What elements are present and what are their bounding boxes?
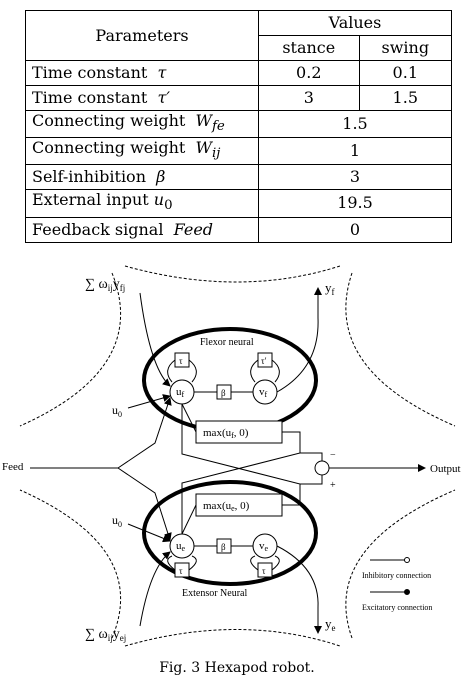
legend-excitatory-dot (404, 589, 410, 595)
beta-top-label: β (221, 388, 226, 398)
tau-prime-bottom-label: τ (262, 566, 266, 576)
sum-bottom-label: ∑ ωijyej (85, 627, 126, 643)
beta-bottom-label: β (221, 542, 226, 552)
tau-bottom-label: τ (179, 566, 183, 576)
header-values: Values (258, 10, 452, 36)
vf-node-label: vf (259, 386, 268, 399)
legend-inhibitory-dot (404, 557, 410, 563)
table-row: Connecting weight Wfe 1.5 (25, 109, 452, 139)
row-label: Time constant τ′ (25, 85, 259, 111)
minus-sign: − (330, 450, 336, 461)
table-header-row: Parameters Values (25, 10, 452, 61)
max-uf-label: max(uf, 0) (203, 427, 249, 440)
legend-excitatory-label: Excitatory connection (362, 603, 432, 612)
row-stance: 0.2 (258, 60, 360, 86)
flexor-label: Flexor neural (200, 337, 254, 348)
table-row: Self-inhibition β 3 (25, 164, 452, 191)
table-row: Time constant τ 0.2 0.1 (25, 60, 453, 86)
table-subheader-row: stance swing (26, 35, 453, 61)
u0-top-label: u0 (112, 403, 122, 419)
ve-node-label: ve (259, 540, 269, 553)
header-stance: stance (258, 35, 360, 61)
ye-label: ye (325, 616, 336, 633)
tau-top-label: τ (179, 356, 183, 366)
row-label: Time constant τ (25, 60, 259, 86)
table-row: Connecting weight Wij 1 (25, 137, 452, 166)
cross-connections (181, 403, 323, 535)
row-label: External input u0 (25, 189, 259, 218)
row-value: 3 (258, 164, 452, 191)
extensor-ellipse (142, 480, 318, 586)
row-value: 1.5 (258, 109, 452, 139)
sum-top-label: ∑ ωijyfj (85, 277, 125, 293)
table-row: External input u0 19.5 (25, 189, 452, 218)
max-ue-label: max(ue, 0) (203, 500, 250, 513)
uf-node-label: uf (176, 386, 185, 399)
legend-inhibitory-label: Inhibitory connection (362, 571, 431, 580)
table-row: Feedback signal Feed 0 (25, 216, 452, 243)
row-value: 1 (258, 137, 452, 166)
sum-node (314, 460, 330, 476)
header-swing: swing (358, 35, 453, 61)
extensor-label: Extensor Neural (182, 588, 247, 599)
row-value: 19.5 (258, 189, 452, 218)
header-parameters: Parameters (25, 10, 259, 61)
row-label: Connecting weight Wij (25, 137, 259, 166)
ue-node-label: ue (176, 540, 186, 553)
plus-sign: + (330, 480, 336, 491)
table-row: Time constant τ′ 3 1.5 (25, 85, 453, 111)
feed-label: Feed (2, 461, 24, 473)
dashed-boundary (19, 265, 456, 647)
row-swing: 0.1 (358, 60, 453, 86)
yf-label: yf (325, 280, 335, 297)
u0-bottom-label: u0 (112, 513, 122, 529)
row-value: 0 (258, 216, 452, 243)
row-label: Connecting weight Wfe (25, 109, 259, 139)
parameters-table: Parameters Values stance swing Time cons… (25, 10, 453, 243)
tau-prime-top-label: τ′ (261, 356, 267, 366)
row-swing: 1.5 (358, 85, 453, 111)
cpg-neuron-diagram: Flexor neural Extensor Neural ∑ ωijyfj ∑… (2, 265, 461, 647)
figure-caption: Fig. 3 Hexapod robot. (159, 660, 315, 676)
row-label: Feedback signal Feed (25, 216, 259, 243)
row-label: Self-inhibition β (25, 164, 259, 191)
output-label: Output (430, 463, 461, 475)
row-stance: 3 (258, 85, 360, 111)
